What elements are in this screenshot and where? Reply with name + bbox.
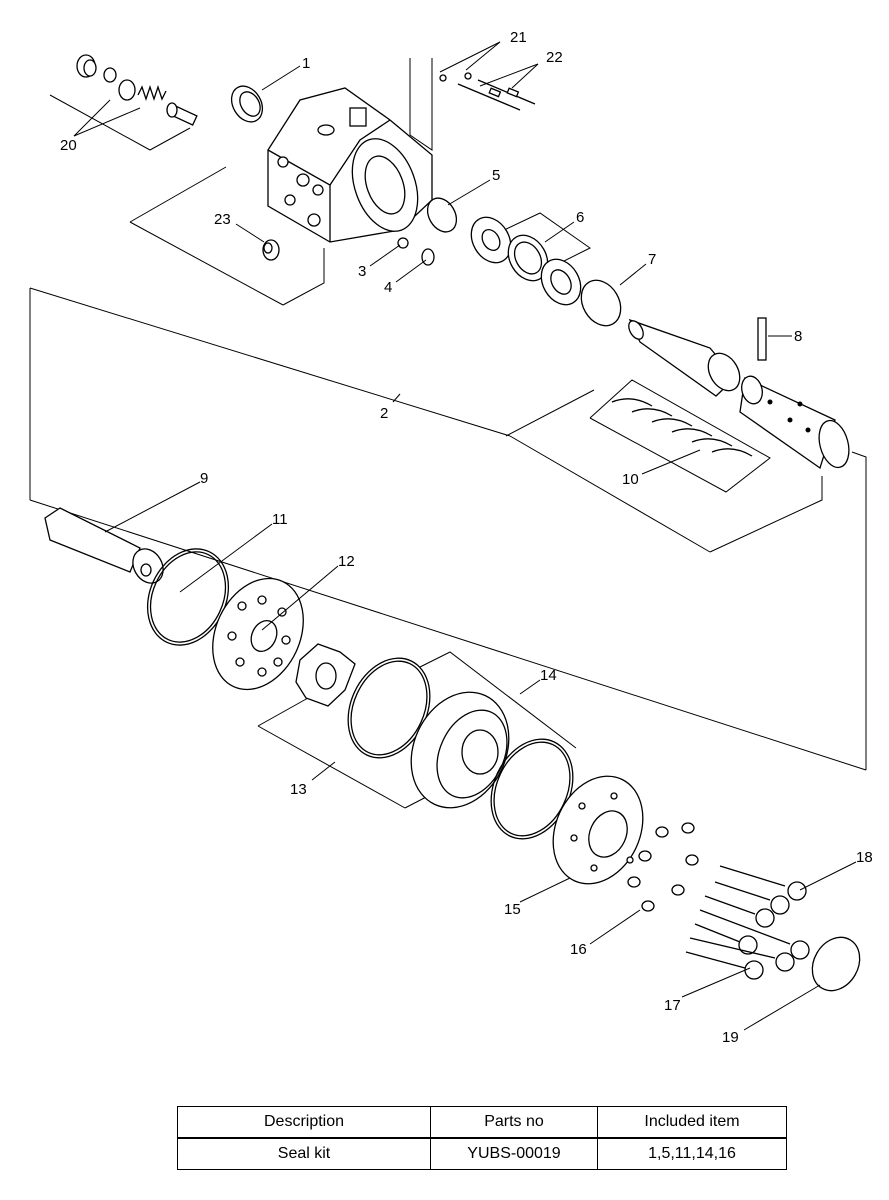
part-20-relief-valve-parts <box>76 54 198 126</box>
part-6-thrust-bearing <box>470 216 582 306</box>
callout-3: 3 <box>358 263 366 280</box>
callout-20: 20 <box>60 137 77 154</box>
table-header-row: Description Parts no Included item <box>177 1106 787 1139</box>
part-10-springs <box>611 398 753 457</box>
exploded-parts-diagram: 1 2 3 4 5 6 7 8 9 10 11 12 13 14 15 16 1… <box>29 29 873 1046</box>
callout-12: 12 <box>338 553 355 570</box>
part-1-seal-ring <box>230 85 264 123</box>
stator <box>410 691 510 809</box>
cell-included-item: 1,5,11,14,16 <box>597 1137 787 1170</box>
callout-22: 22 <box>546 49 563 66</box>
part-3-ball <box>397 237 409 249</box>
column-header-included-item: Included item <box>597 1106 787 1139</box>
part-19-cap <box>811 936 861 992</box>
callout-6: 6 <box>576 209 584 226</box>
callout-19: 19 <box>722 1029 739 1046</box>
part-5-o-ring <box>426 197 458 233</box>
part-17-18-bolts <box>685 865 810 980</box>
housing-block <box>267 87 433 243</box>
callout-labels: 1 2 3 4 5 6 7 8 9 10 11 12 13 14 15 16 1… <box>60 29 873 1046</box>
callout-5: 5 <box>492 167 500 184</box>
callout-18: 18 <box>856 849 873 866</box>
callout-11: 11 <box>272 511 288 528</box>
callout-2: 2 <box>380 405 388 422</box>
callout-14: 14 <box>540 667 557 684</box>
callout-1: 1 <box>302 55 310 72</box>
table-row: Seal kit YUBS-00019 1,5,11,14,16 <box>177 1137 787 1170</box>
part-21-22-pins <box>439 72 536 111</box>
cell-description: Seal kit <box>177 1137 431 1170</box>
sleeve <box>739 375 850 470</box>
callout-15: 15 <box>504 901 521 918</box>
callout-7: 7 <box>648 251 656 268</box>
seal-kit-table: Description Parts no Included item Seal … <box>177 1106 787 1170</box>
part-13-rotor <box>295 643 356 707</box>
part-7-ring <box>580 279 622 327</box>
callout-16: 16 <box>570 941 587 958</box>
part-4-plug <box>421 248 435 266</box>
callout-21: 21 <box>510 29 527 46</box>
column-header-description: Description <box>177 1106 431 1139</box>
part-12-valve-plate <box>212 577 304 691</box>
callout-17: 17 <box>664 997 681 1014</box>
callout-10: 10 <box>622 471 639 488</box>
callout-9: 9 <box>200 470 208 487</box>
column-header-parts-no: Parts no <box>430 1106 598 1139</box>
part-23-plug <box>262 239 280 261</box>
callout-23: 23 <box>214 211 231 228</box>
parts <box>44 54 861 992</box>
part-16-washers <box>627 822 699 912</box>
leader-lines <box>73 41 857 1031</box>
cell-parts-no: YUBS-00019 <box>430 1137 598 1170</box>
part-9-drive-shaft <box>44 507 164 584</box>
spool <box>628 318 741 397</box>
callout-4: 4 <box>384 279 392 296</box>
callout-13: 13 <box>290 781 307 798</box>
part-8-pin <box>757 317 767 361</box>
part-15-end-cap <box>552 775 644 885</box>
callout-8: 8 <box>794 328 802 345</box>
group-outline-lines <box>29 58 867 809</box>
